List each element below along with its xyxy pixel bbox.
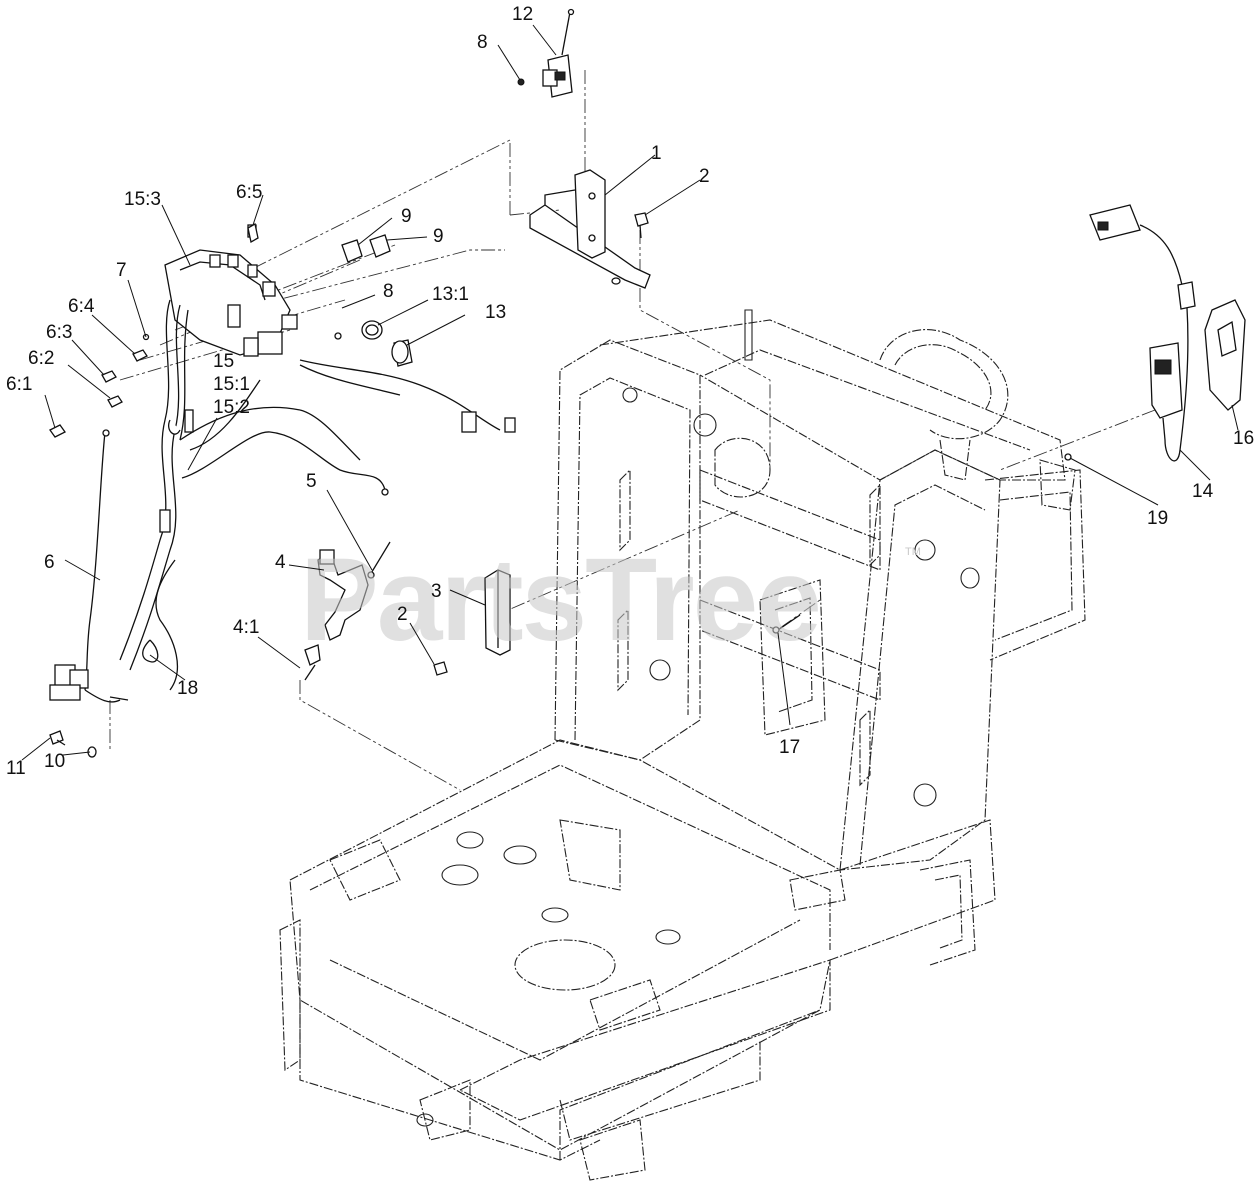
callout-1: 1 [651,143,662,164]
part-17-pin [772,614,801,634]
explode-lines [109,70,1156,791]
callout-9-b: 9 [433,226,444,247]
callout-12: 12 [512,4,533,25]
part-3-plate [484,569,511,656]
callout-2-top: 2 [699,166,710,187]
part-5-probe [367,541,391,579]
watermark: PartsTree TM [300,534,921,666]
callout-6-5: 6:5 [236,182,262,203]
callout-14: 14 [1192,481,1214,502]
callout-8-top: 8 [477,32,488,53]
part-15-harness [119,224,516,691]
callout-labels: 12 8 1 2 15:3 6:5 9 9 7 8 13:1 13 6:4 6:… [6,4,1254,779]
callout-19: 19 [1147,508,1168,529]
part-12-relay [517,8,575,98]
part-9-relays [341,234,391,263]
frame-phantom [279,309,1086,1181]
callout-leaders [21,24,1239,761]
callout-18: 18 [177,678,198,699]
callout-8-mid: 8 [383,281,394,302]
watermark-trademark: TM [905,546,921,558]
callout-16: 16 [1233,428,1254,449]
part-2-bolt-lower [433,661,448,676]
callout-15: 15 [213,351,234,372]
part-6-connectors [49,222,259,703]
callout-17: 17 [779,737,800,758]
callout-6-4: 6:4 [68,296,95,317]
callout-10: 10 [44,751,65,772]
callout-15-1: 15:1 [213,374,250,395]
callout-4-1: 4:1 [233,617,259,638]
callout-4: 4 [275,552,286,573]
callout-6: 6 [44,552,55,573]
callout-13: 13 [485,302,506,323]
callout-6-2: 6:2 [28,348,54,369]
callout-13-1: 13:1 [432,284,469,305]
callout-9-a: 9 [401,206,412,227]
part-14-16-switch [1064,204,1246,462]
part-1-bracket [529,169,651,289]
callout-7: 7 [116,260,127,281]
callout-15-3: 15:3 [124,189,161,210]
part-13-sensor [361,320,413,367]
callout-11: 11 [6,758,26,779]
callout-2-lower: 2 [397,604,408,625]
callout-3: 3 [431,581,442,602]
callout-5: 5 [306,471,317,492]
callout-15-2: 15:2 [213,397,250,418]
callout-6-3: 6:3 [46,322,72,343]
part-4-tube [304,549,369,681]
part-10-11-hardware [49,696,129,758]
callout-6-1: 6:1 [6,374,32,395]
part-2-bolt-top [634,212,649,239]
watermark-brand: PartsTree [300,534,820,666]
